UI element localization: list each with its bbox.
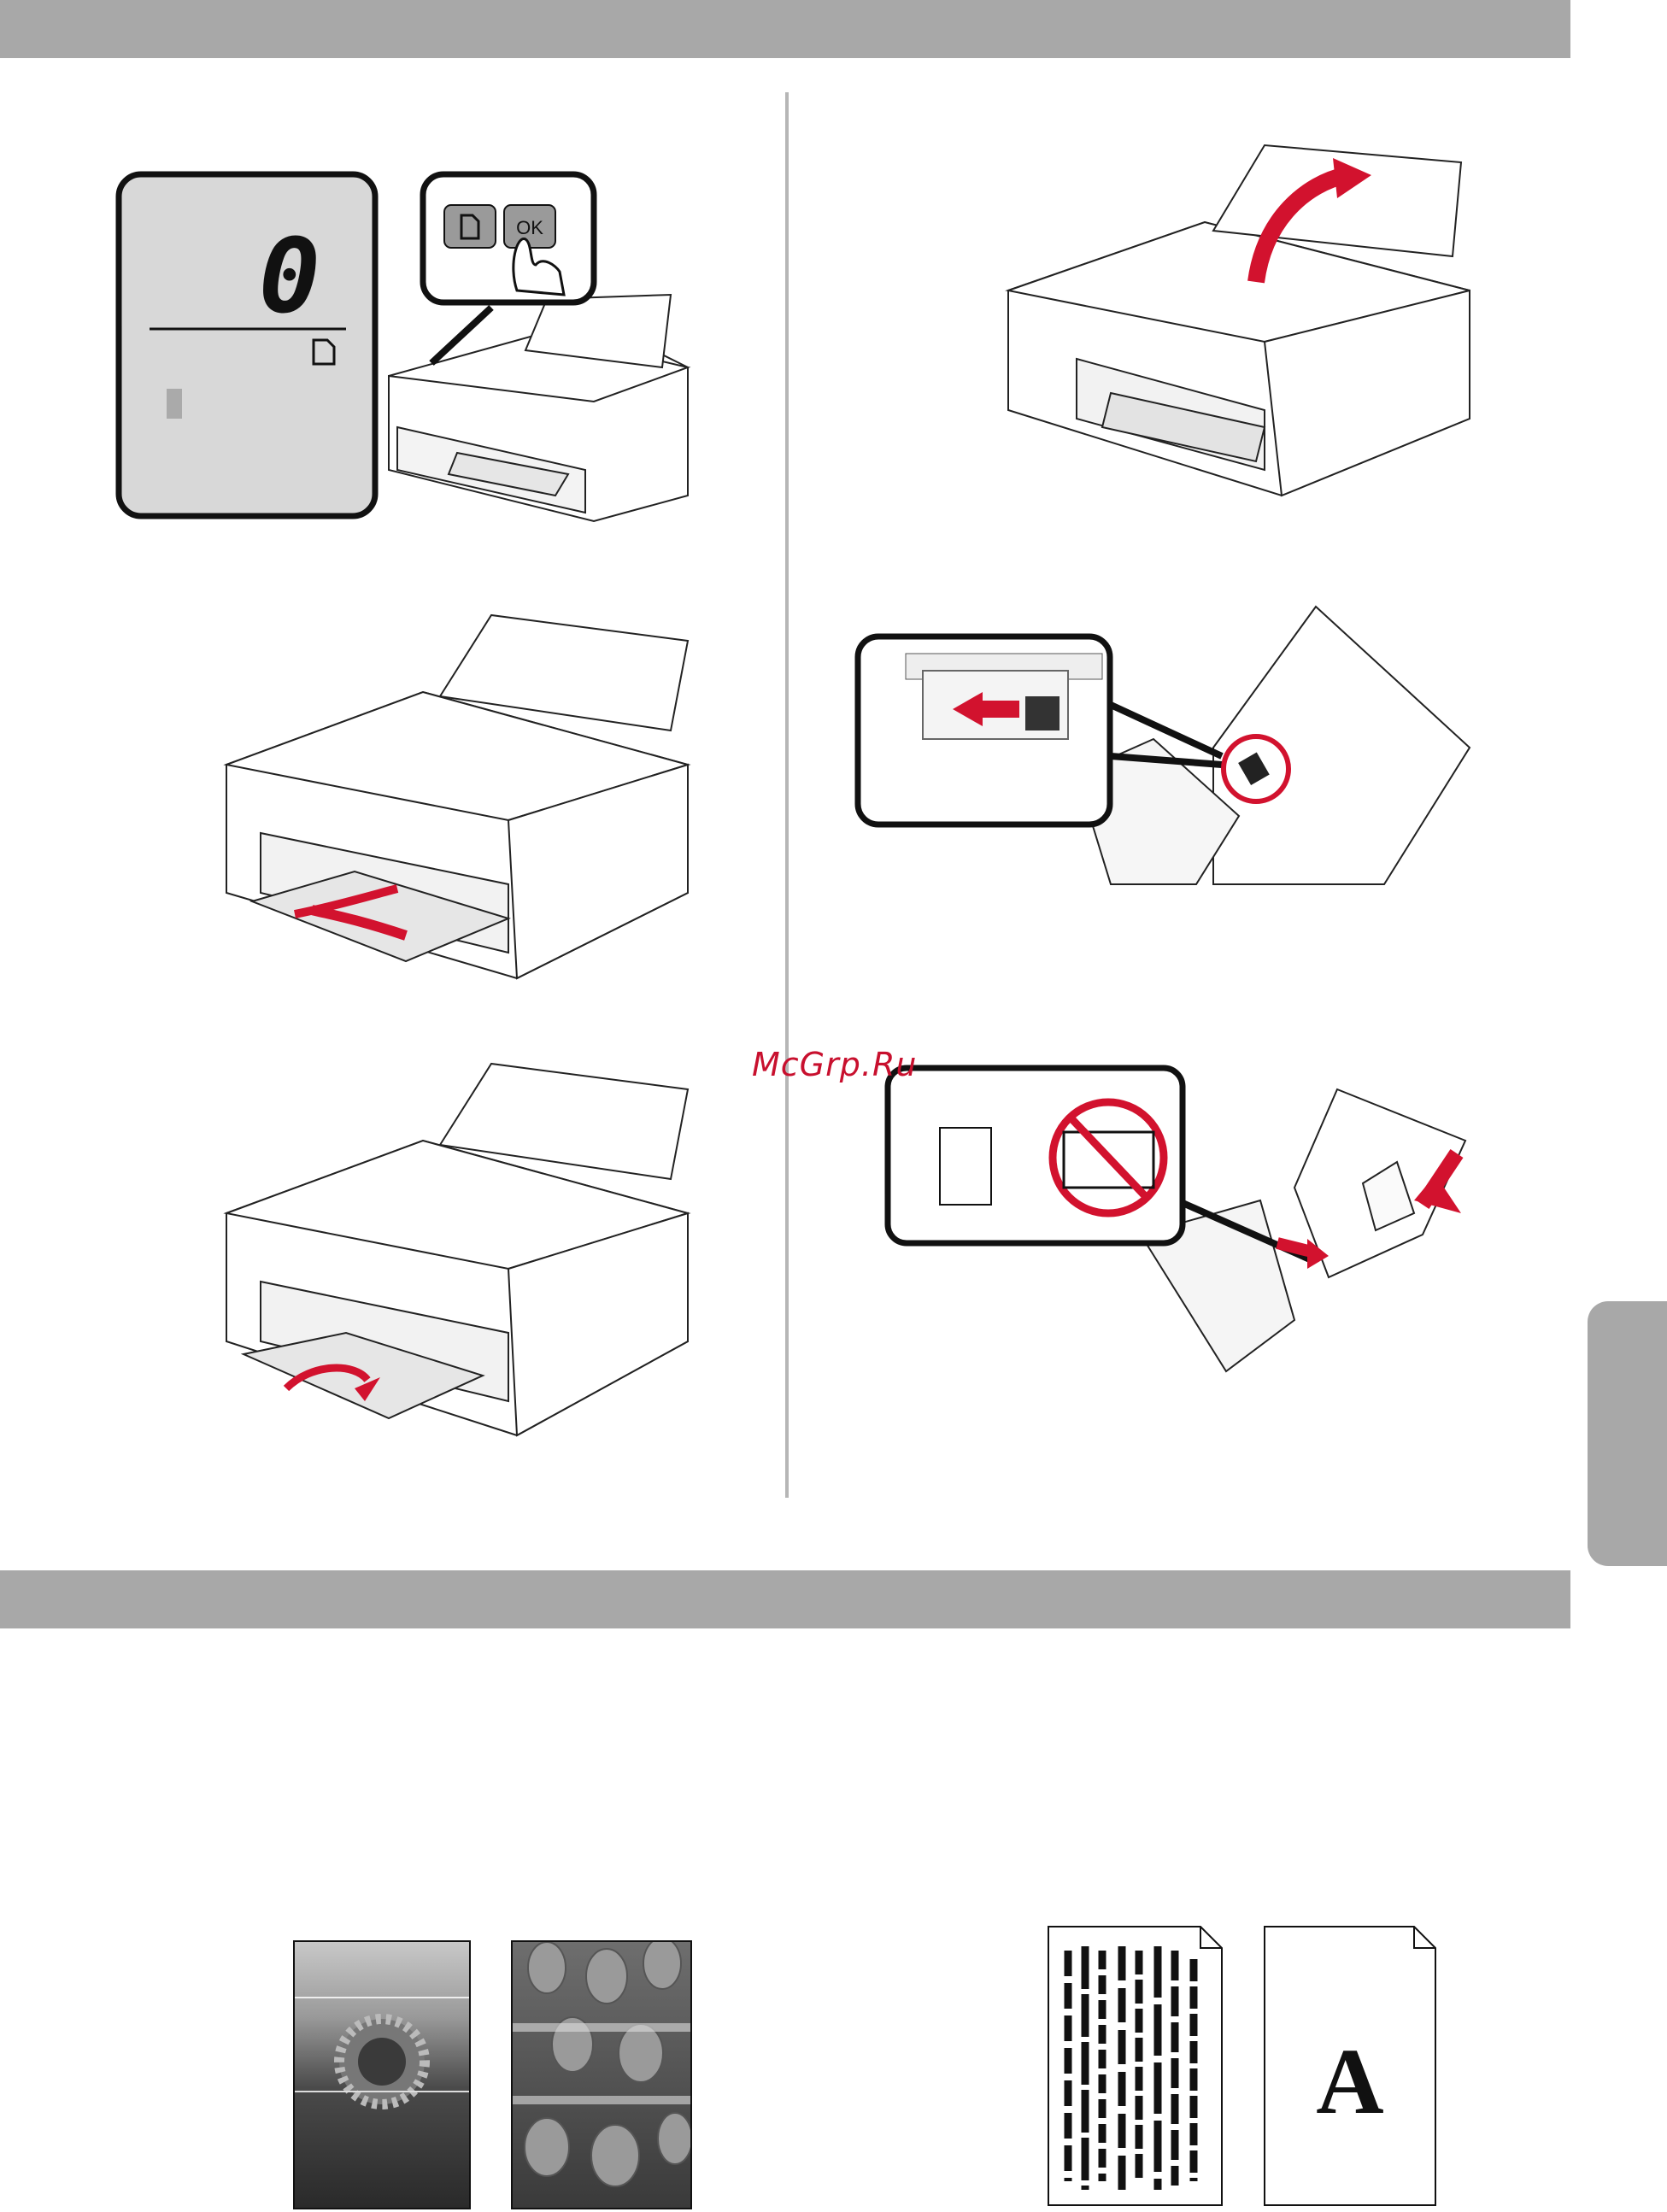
load-paper-portrait-illustration xyxy=(884,1064,1474,1371)
output-extension-open-illustration xyxy=(226,1059,705,1435)
lcd-and-printer-illustration: 0 OK xyxy=(115,171,713,530)
column-divider xyxy=(785,92,789,1498)
output-tray-extend-illustration xyxy=(226,611,705,978)
lcd-digit: 0 xyxy=(259,218,320,337)
section-header-band xyxy=(0,1570,1570,1628)
sample-letter: A xyxy=(1316,2029,1383,2133)
paper-select-button[interactable] xyxy=(444,205,496,248)
top-header-band xyxy=(0,0,1570,58)
side-thumb-tab xyxy=(1588,1301,1667,1566)
ok-button-label: OK xyxy=(516,217,543,238)
paper-support-open-illustration xyxy=(1008,137,1487,496)
watermark-text: McGrp.Ru xyxy=(752,1046,917,1083)
sample-photo-tulips xyxy=(511,1940,692,2209)
paper-guide-slide-illustration xyxy=(854,602,1487,884)
sample-photo-sunflower xyxy=(293,1940,471,2209)
portrait-paper-icon xyxy=(940,1128,991,1205)
document-samples: A xyxy=(1047,1925,1440,2207)
lcd-indicator xyxy=(167,389,182,419)
